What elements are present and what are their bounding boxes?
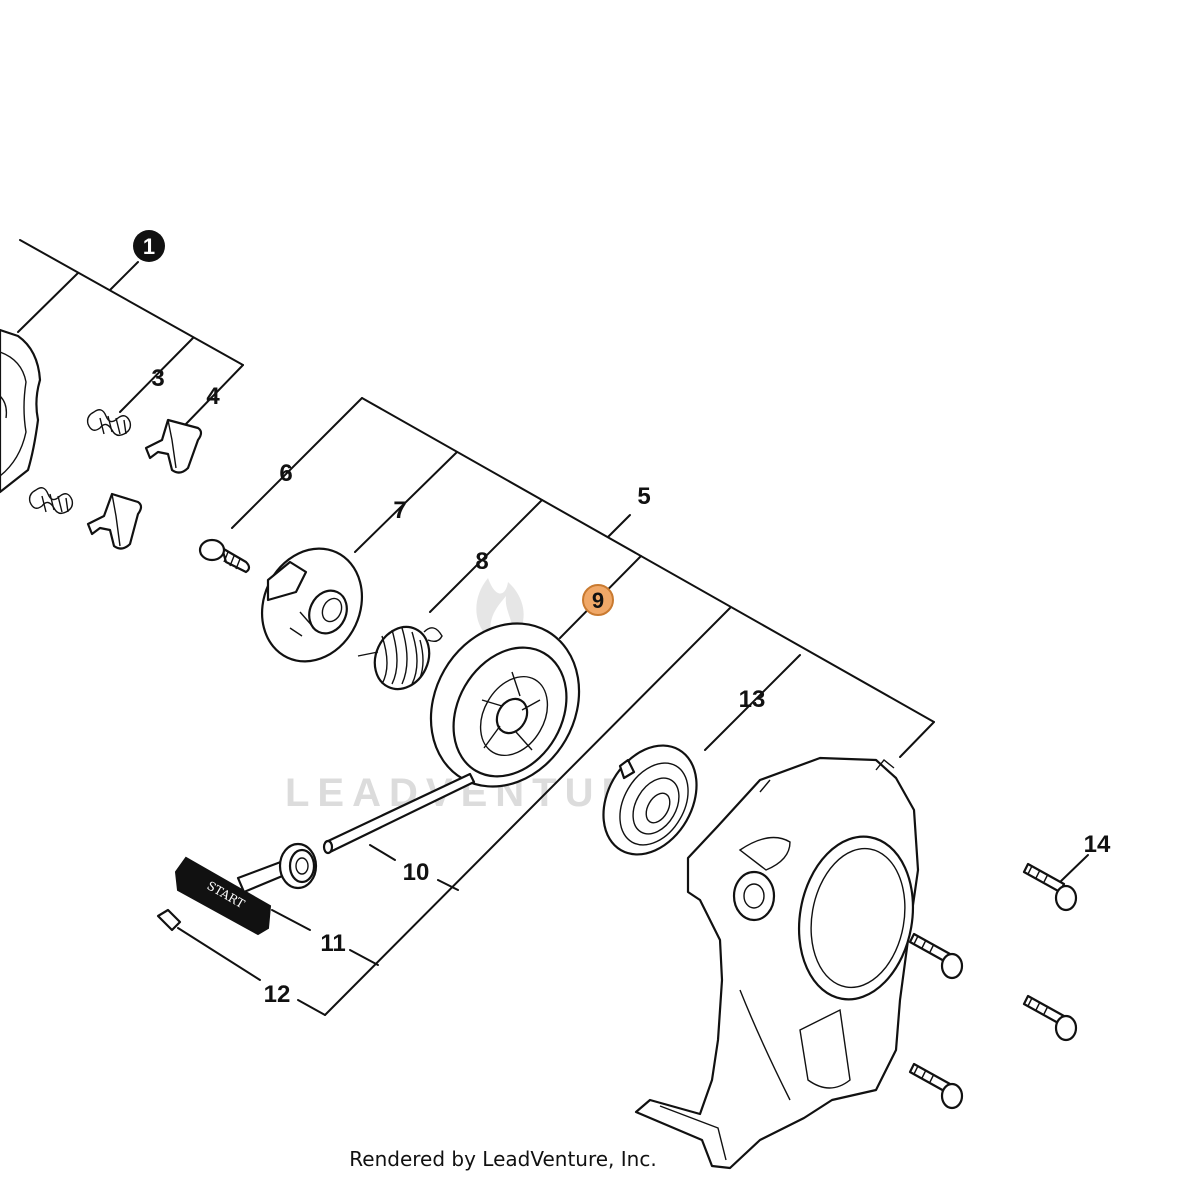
screw-14-c xyxy=(1022,994,1078,1042)
callout-9[interactable]: 9 xyxy=(582,584,614,616)
footer-credit: Rendered by LeadVenture, Inc. xyxy=(349,1147,656,1171)
watermark-flame-icon xyxy=(476,578,524,640)
pawl-upper xyxy=(144,418,203,474)
callout-8[interactable]: 8 xyxy=(475,548,488,575)
screw-6 xyxy=(198,538,251,574)
callout-12[interactable]: 12 xyxy=(264,981,291,1008)
leader-lines xyxy=(17,239,1089,1016)
callout-1-label: 1 xyxy=(143,234,155,259)
starter-handle-11: START xyxy=(174,842,318,936)
starter-housing-partial xyxy=(0,328,42,494)
callout-6[interactable]: 6 xyxy=(279,460,292,487)
callout-7[interactable]: 7 xyxy=(393,497,406,524)
screw-14-b xyxy=(908,932,964,980)
callout-1[interactable]: 1 xyxy=(133,230,165,262)
callout-9-label: 9 xyxy=(592,588,604,613)
pawl-spring-upper xyxy=(86,409,132,437)
spring-cassette-13 xyxy=(602,744,698,856)
screw-14-d xyxy=(908,1062,964,1110)
callout-10[interactable]: 10 xyxy=(403,859,430,886)
rope-rotor-9 xyxy=(429,622,581,788)
rewind-spring-8 xyxy=(357,625,443,691)
rope-insert-12 xyxy=(156,908,182,932)
callout-11[interactable]: 11 xyxy=(320,930,345,957)
callout-14[interactable]: 14 xyxy=(1084,831,1111,858)
screw-14-a xyxy=(1022,862,1078,912)
callout-13[interactable]: 13 xyxy=(739,686,766,713)
fan-housing-5 xyxy=(634,756,920,1170)
callout-5[interactable]: 5 xyxy=(637,483,650,510)
starter-rope-10 xyxy=(322,772,476,855)
pawl-lower xyxy=(86,492,143,550)
callout-4[interactable]: 4 xyxy=(206,383,220,410)
pawl-spring-lower xyxy=(28,487,74,515)
pawl-carrier-7 xyxy=(260,547,364,663)
callout-3[interactable]: 3 xyxy=(151,365,164,392)
